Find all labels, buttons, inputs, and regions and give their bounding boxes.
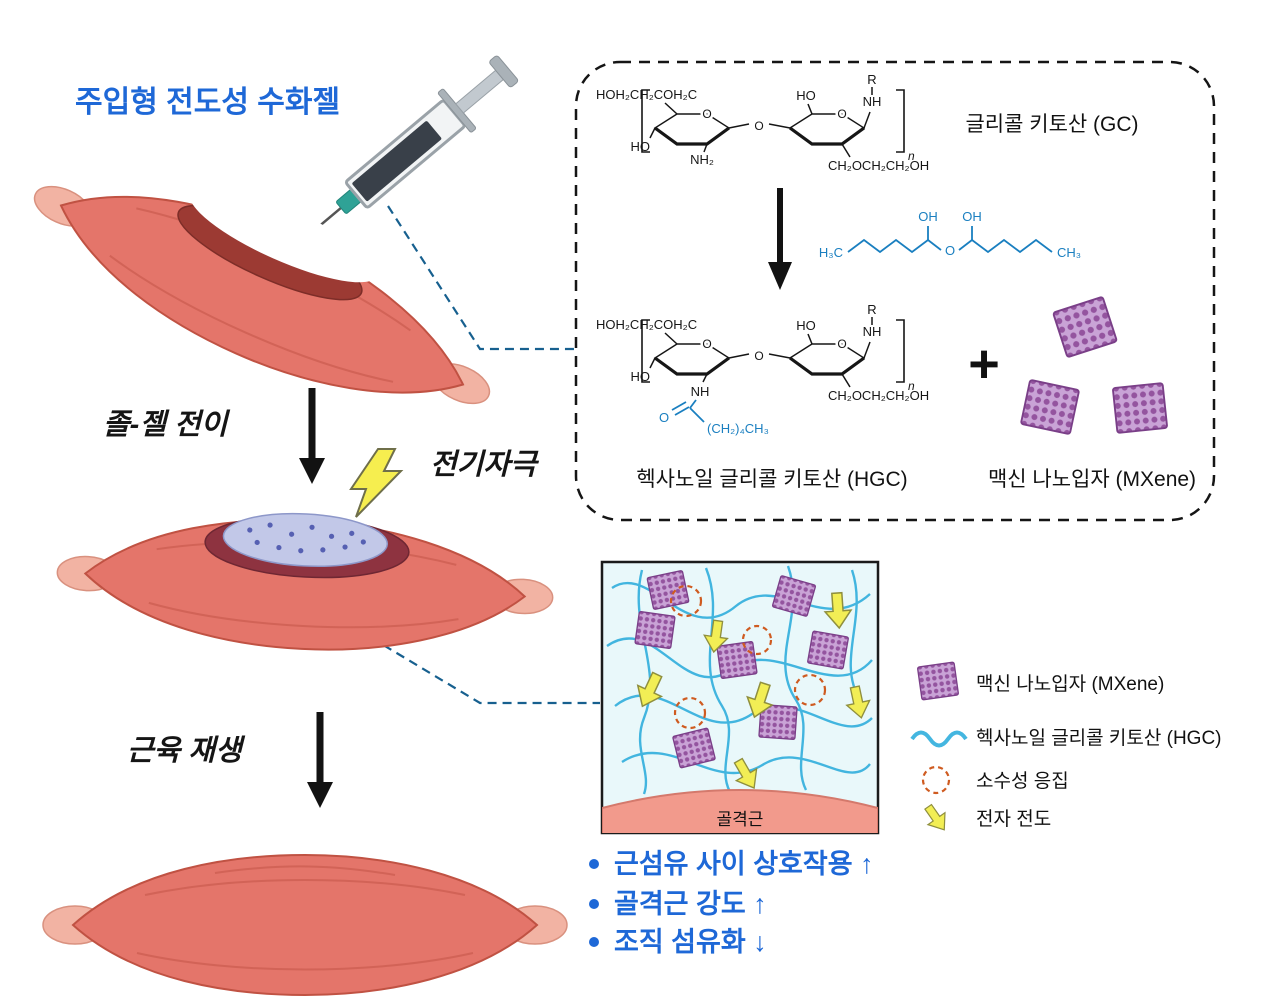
plus-sign: + (968, 334, 1000, 394)
connector-syringe-to-panel (387, 205, 576, 351)
hgc-carbonyl-o-label: O (659, 410, 669, 425)
linker-ch3-label: CH₃ (1057, 245, 1081, 260)
outcome-item-2: 조직 섬유화 ↓ (614, 927, 767, 957)
hgc-title-label: 헥사노일 글리콜 키토산 (HGC) (636, 468, 907, 491)
mxene-cube-icon (916, 661, 960, 701)
hgc-ho-left-label: HO (631, 369, 651, 384)
hgc-ring-oxygen-1: O (702, 337, 711, 351)
bullet-dot (589, 937, 599, 947)
regeneration-label: 근육 재생 (127, 735, 246, 767)
legend-label-mxene: 맥신 나노입자 (MXene) (976, 673, 1164, 695)
synthesis-panel-border (574, 60, 1216, 522)
gc-ring-oxygen-2: O (837, 107, 846, 121)
gc-title-label: 글리콜 키토산 (GC) (965, 113, 1138, 136)
hydrogel-particles (247, 522, 366, 554)
legend-label-electron: 전자 전도 (976, 808, 1051, 830)
hgc-bridge-oxygen: O (754, 349, 763, 363)
connector-muscle-to-network (344, 621, 600, 705)
skeletal-muscle-tissue (602, 789, 878, 833)
hgc-ring-oxygen-2: O (837, 337, 846, 351)
hgc-ho-top-label: HO (796, 318, 816, 333)
hydrogel-blob (222, 512, 389, 568)
injected-muscle-illustration (56, 512, 554, 651)
outcome-item-0: 근섬유 사이 상호작용 ↑ (614, 849, 874, 879)
hexanoyl-linker-structure: H₃C O OH OH CH₃ (819, 209, 1081, 260)
gc-structure: n O O O HOH₂CH₂COH₂C HO NH₂ HO NH R CH₂O… (596, 72, 929, 173)
hgc-n-subscript: n (908, 379, 915, 393)
arrow-down-reaction (768, 188, 792, 290)
damaged-muscle-illustration (33, 185, 491, 405)
linker-oh1-label: OH (918, 209, 938, 224)
gc-ring-oxygen-1: O (702, 107, 711, 121)
hgc-chain-label: (CH₂)₄CH₃ (707, 421, 769, 436)
hgc-polymer-icon (910, 730, 968, 748)
hydrogel-network-panel: 골격근 (600, 560, 880, 835)
electron-conduction-arrow-icon (919, 800, 954, 837)
gc-ho-left-label: HO (631, 139, 651, 154)
legend-label-hydrophobic: 소수성 응집 (976, 770, 1069, 792)
hydrophobic-aggregation-circles (669, 584, 827, 730)
page-title: 주입형 전도성 수화젤 (75, 86, 340, 119)
hgc-c6-right-label: CH₂OCH₂CH₂OH (828, 388, 929, 403)
legend: 맥신 나노입자 (MXene) 헥사노일 글리콜 키토산 (HGC) 소수성 응… (910, 661, 1222, 837)
bullet-dot (589, 859, 599, 869)
gc-nh-label: NH (863, 94, 882, 109)
hgc-r-label: R (867, 302, 876, 317)
gc-bonds (649, 87, 873, 158)
hgc-bonds (649, 317, 873, 388)
regenerated-muscle-illustration (42, 853, 568, 997)
hgc-nh-label: NH (863, 324, 882, 339)
arrow-down-regeneration (307, 712, 333, 808)
mxene-title-label: 맥신 나노입자 (MXene) (988, 468, 1196, 491)
gc-bridge-oxygen: O (754, 119, 763, 133)
bullet-dot (589, 899, 599, 909)
gc-nh2-label: NH₂ (690, 152, 714, 167)
hgc-c6-label: HOH₂CH₂COH₂C (596, 317, 697, 332)
skeletal-muscle-label: 골격근 (717, 810, 764, 829)
legend-label-hgc: 헥사노일 글리콜 키토산 (HGC) (976, 727, 1222, 749)
linker-o-label: O (945, 243, 955, 258)
hgc-hexanoyl-tail: O (CH₂)₄CH₃ (659, 399, 769, 436)
hgc-structure: n O O O HOH₂CH₂COH₂C HO HO NH R CH₂OCH₂C… (596, 302, 929, 436)
stimulation-label: 전기자극 (430, 449, 540, 481)
gc-c6-label: HOH₂CH₂COH₂C (596, 87, 697, 102)
linker-oh2-label: OH (962, 209, 982, 224)
arrow-down-sol-gel (299, 388, 325, 484)
linker-h3c-label: H₃C (819, 245, 843, 260)
gc-r-label: R (867, 72, 876, 87)
outcome-list: 근섬유 사이 상호작용 ↑ 골격근 강도 ↑ 조직 섬유화 ↓ (589, 849, 874, 957)
hgc-amide-nh-label: NH (691, 384, 710, 399)
gc-ho-top-label: HO (796, 88, 816, 103)
hydrophobic-aggregation-icon (921, 765, 951, 795)
gc-n-subscript: n (908, 149, 915, 163)
syringe-icon (297, 55, 519, 245)
lightning-bolt-icon (349, 448, 404, 518)
gc-c6-right-label: CH₂OCH₂CH₂OH (828, 158, 929, 173)
mxene-nanoparticles (1019, 295, 1169, 436)
sol-gel-label: 졸-젤 전이 (103, 409, 231, 441)
outcome-item-1: 골격근 강도 ↑ (614, 889, 767, 919)
